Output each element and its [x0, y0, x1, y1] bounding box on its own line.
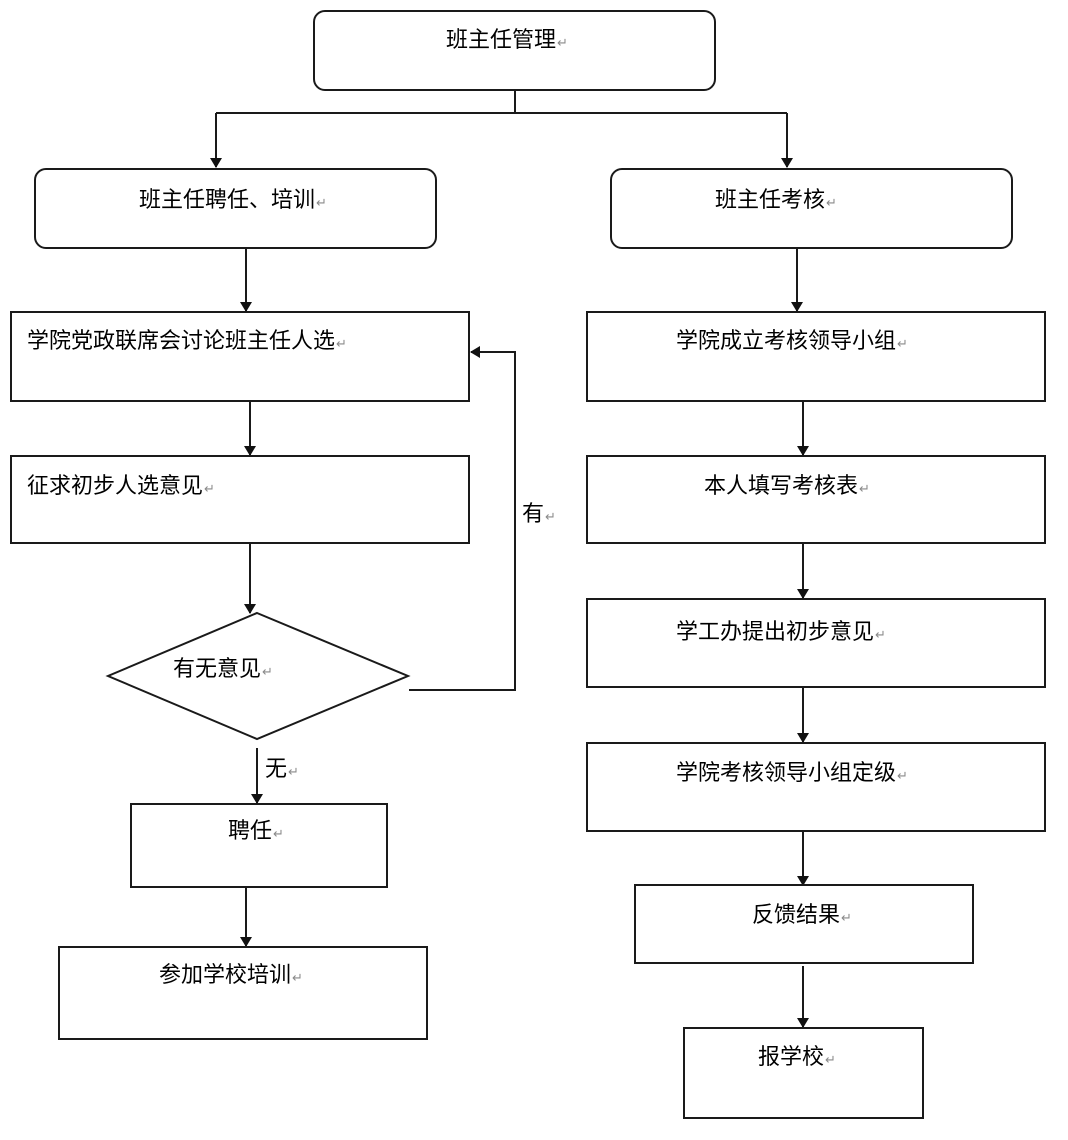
root-node: 班主任管理↵	[313, 10, 716, 91]
right-step-1: 学院成立考核领导小组↵	[586, 311, 1046, 402]
decision-text: 有无意见	[173, 657, 262, 682]
return-mark-icon: ↵	[859, 482, 870, 497]
training-text: 参加学校培训	[159, 963, 292, 988]
return-mark-icon: ↵	[316, 196, 327, 211]
return-mark-icon: ↵	[273, 827, 284, 842]
right-step-4: 学院考核领导小组定级↵	[586, 742, 1046, 832]
edge-label-yes: 有↵	[522, 502, 556, 531]
left-header-text: 班主任聘任、培训	[139, 188, 316, 213]
appoint-node: 聘任↵	[130, 803, 388, 888]
return-mark-icon: ↵	[897, 769, 908, 784]
left-step-2-text: 征求初步人选意见	[27, 474, 204, 499]
right-step-3-text: 学工办提出初步意见	[676, 620, 875, 645]
right-step-1-text: 学院成立考核领导小组	[676, 329, 897, 354]
right-step-4-text: 学院考核领导小组定级	[676, 761, 897, 786]
return-mark-icon: ↵	[545, 510, 556, 525]
edge-label-no-text: 无	[265, 757, 288, 782]
arrow-decision-yes-loop	[409, 346, 516, 691]
right-step-6-text: 报学校	[758, 1045, 825, 1070]
right-step-5-text: 反馈结果	[752, 903, 841, 928]
return-mark-icon: ↵	[841, 911, 852, 926]
edge-label-no: 无↵	[265, 757, 299, 786]
right-step-2: 本人填写考核表↵	[586, 455, 1046, 544]
appoint-label: 聘任↵	[228, 819, 284, 848]
return-mark-icon: ↵	[897, 337, 908, 352]
right-step-3: 学工办提出初步意见↵	[586, 598, 1046, 688]
appoint-text: 聘任	[228, 819, 273, 844]
return-mark-icon: ↵	[875, 628, 886, 643]
return-mark-icon: ↵	[262, 665, 273, 680]
right-step-5: 反馈结果↵	[634, 884, 974, 964]
training-label: 参加学校培训↵	[159, 963, 303, 992]
training-node: 参加学校培训↵	[58, 946, 428, 1040]
return-mark-icon: ↵	[826, 196, 837, 211]
right-step-4-label: 学院考核领导小组定级↵	[676, 761, 908, 790]
return-mark-icon: ↵	[557, 36, 568, 51]
right-header-label: 班主任考核↵	[715, 188, 837, 217]
left-step-2: 征求初步人选意见↵	[10, 455, 470, 544]
left-step-1: 学院党政联席会讨论班主任人选↵	[10, 311, 470, 402]
return-mark-icon: ↵	[204, 482, 215, 497]
return-mark-icon: ↵	[292, 971, 303, 986]
right-header-node: 班主任考核↵	[610, 168, 1013, 249]
right-step-2-label: 本人填写考核表↵	[704, 474, 870, 503]
right-step-2-text: 本人填写考核表	[704, 474, 859, 499]
left-step-1-text: 学院党政联席会讨论班主任人选	[27, 329, 336, 354]
decision-diamond	[105, 611, 411, 741]
root-label-text: 班主任管理	[446, 28, 557, 53]
edge-label-yes-text: 有	[522, 502, 545, 527]
return-mark-icon: ↵	[288, 765, 299, 780]
right-step-3-label: 学工办提出初步意见↵	[676, 620, 886, 649]
right-step-1-label: 学院成立考核领导小组↵	[676, 329, 908, 358]
left-header-label: 班主任聘任、培训↵	[139, 188, 327, 217]
return-mark-icon: ↵	[336, 337, 347, 352]
left-step-1-label: 学院党政联席会讨论班主任人选↵	[27, 329, 347, 358]
return-mark-icon: ↵	[825, 1053, 836, 1068]
root-label: 班主任管理↵	[446, 28, 568, 57]
right-step-6-label: 报学校↵	[758, 1045, 836, 1074]
decision-label: 有无意见↵	[173, 657, 273, 686]
left-header-node: 班主任聘任、培训↵	[34, 168, 437, 249]
left-step-2-label: 征求初步人选意见↵	[27, 474, 215, 503]
right-step-6: 报学校↵	[683, 1027, 924, 1119]
right-step-5-label: 反馈结果↵	[752, 903, 852, 932]
right-header-text: 班主任考核	[715, 188, 826, 213]
